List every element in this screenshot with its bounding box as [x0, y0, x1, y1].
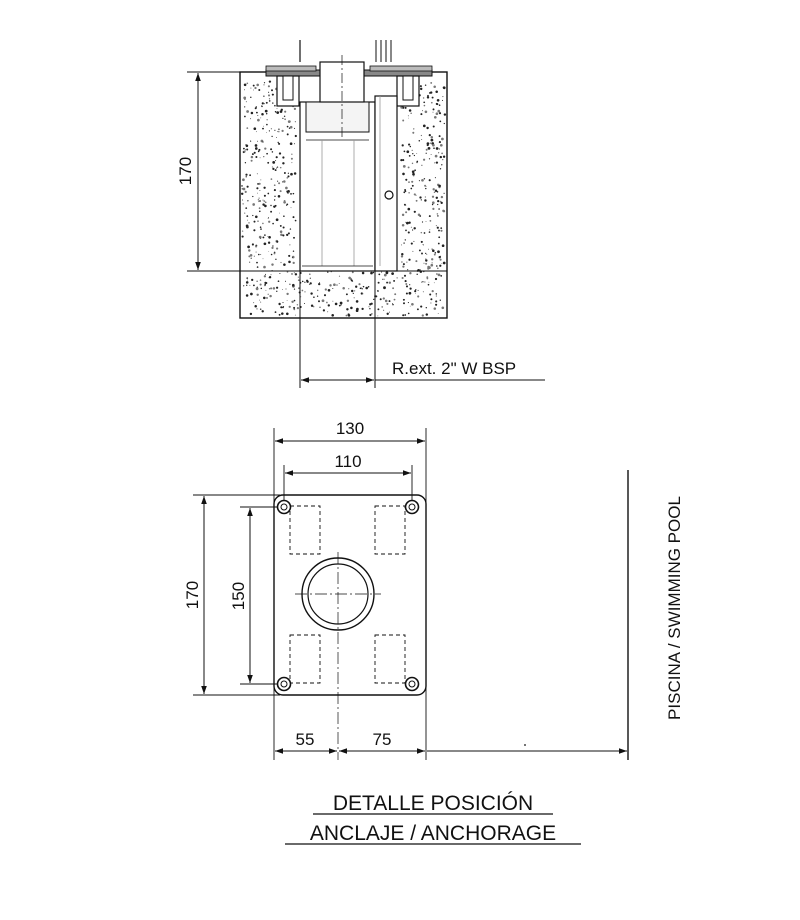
plan-height-outer-label: 170	[183, 581, 202, 609]
plan-width-outer-label: 130	[336, 419, 364, 438]
section-view: 170 R.ext. 2" W BSP	[176, 40, 545, 388]
plan-width-holes-dimension: 110	[285, 452, 411, 476]
plan-offset-dimensions: 55 75	[275, 730, 627, 754]
title-line-2: ANCLAJE / ANCHORAGE	[310, 822, 556, 845]
offset-left-label: 55	[296, 730, 315, 749]
section-height-dimension: 170	[176, 71, 262, 272]
thread-dimension: R.ext. 2" W BSP	[301, 359, 545, 383]
section-height-label: 170	[176, 157, 195, 185]
plan-width-holes-label: 110	[334, 452, 361, 471]
pipe-circle	[295, 552, 381, 760]
post-neck	[299, 40, 392, 140]
bolt-holes	[276, 499, 420, 692]
offset-right-label: 75	[373, 730, 392, 749]
plan-view: 130 110 170 150 55 75	[183, 419, 627, 760]
title-line-1: DETALLE POSICIÓN	[333, 792, 533, 815]
pool-label: PISCINA / SWIMMING POOL	[665, 496, 684, 720]
plan-height-holes-label: 150	[229, 582, 248, 610]
anchor-blocks	[289, 505, 406, 684]
plan-width-outer-dimension: 130	[275, 419, 425, 444]
extension-lines	[193, 428, 427, 760]
thread-callout: R.ext. 2" W BSP	[392, 359, 516, 378]
pipe-housing	[299, 95, 398, 272]
anchor-sleeve-left	[276, 75, 300, 107]
plan-height-holes-dimension: 150	[229, 508, 253, 683]
concrete-texture	[240, 79, 447, 317]
anchor-sleeve-right	[396, 75, 420, 107]
pool-edge: PISCINA / SWIMMING POOL	[627, 470, 684, 760]
plan-height-outer-dimension: 170	[183, 496, 207, 694]
screw-icon	[384, 190, 394, 200]
drawing-title: DETALLE POSICIÓN ANCLAJE / ANCHORAGE	[285, 792, 581, 845]
